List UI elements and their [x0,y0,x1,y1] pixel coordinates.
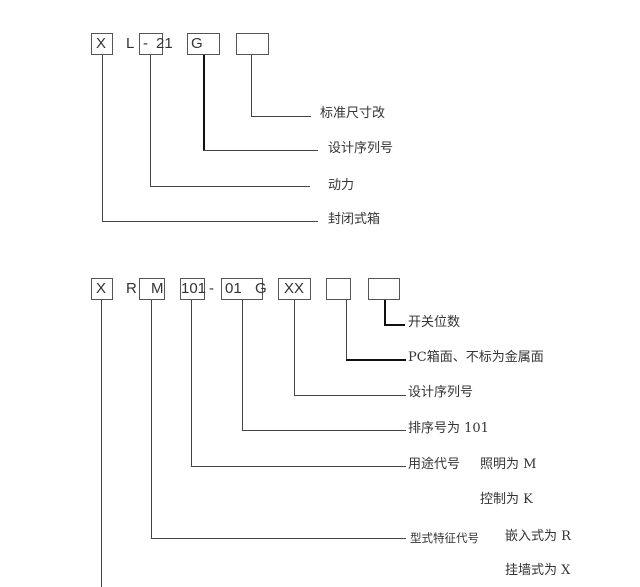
leader-line [102,221,318,222]
label-type-embedded: 嵌入式为 R [505,529,571,544]
code-x: X [96,280,107,297]
label-type-code: 型式特征代号 [410,531,479,545]
leader-line [346,359,406,361]
label-pc-face: PC箱面、不标为金属面 [408,350,544,365]
leader-line [191,466,406,467]
leader-line [151,300,152,538]
leader-line [251,55,252,116]
leader-line [150,186,310,187]
code-box-empty [236,33,269,55]
leader-line [203,150,318,151]
code-r: R [126,280,137,297]
leader-line [203,55,205,151]
leader-line [242,430,406,431]
leader-line [151,538,406,539]
label-usage-light: 照明为 M [480,457,537,472]
code-xx: XX [284,280,305,297]
label-std-size: 标准尺寸改 [320,106,386,121]
code-box-101 [180,278,205,300]
code-01: 01 [225,280,242,297]
code-x: X [96,35,107,52]
code-dash: - [143,35,148,52]
code-box-x [91,278,113,300]
leader-line [346,300,347,360]
label-switch-count: 开关位数 [408,315,461,330]
leader-line [242,300,243,430]
code-dash: - [209,280,214,297]
leader-line [251,116,311,117]
leader-line [191,300,192,466]
label-usage-control: 控制为 K [480,492,533,507]
label-design-seq: 设计序列号 [408,385,474,400]
label-closed-box: 封闭式箱 [328,212,381,227]
leader-line [150,55,151,186]
label-design-seq: 设计序列号 [328,141,394,156]
code-box-x [91,33,113,55]
code-m: M [151,280,164,297]
code-box-01 [221,278,263,300]
label-usage-code: 用途代号 [408,457,461,472]
leader-line [294,395,406,396]
label-power: 动力 [328,178,355,193]
code-box-pc [326,278,351,300]
code-box-21 [139,33,163,55]
code-g: G [191,35,203,52]
code-box-m [139,278,165,300]
leader-line [102,55,103,221]
code-g: G [255,280,267,297]
code-101: 101 [181,280,207,297]
code-21: 21 [156,35,173,52]
leader-line [101,300,102,587]
code-box-switch [368,278,400,300]
label-type-wall: 挂墙式为 X [505,563,571,578]
label-sort-no: 排序号为 101 [408,421,489,436]
code-l: L [126,35,135,52]
leader-line [294,300,295,395]
code-box-g [187,33,220,55]
leader-line [384,324,405,326]
code-box-xx [278,278,311,300]
leader-line [384,300,386,325]
